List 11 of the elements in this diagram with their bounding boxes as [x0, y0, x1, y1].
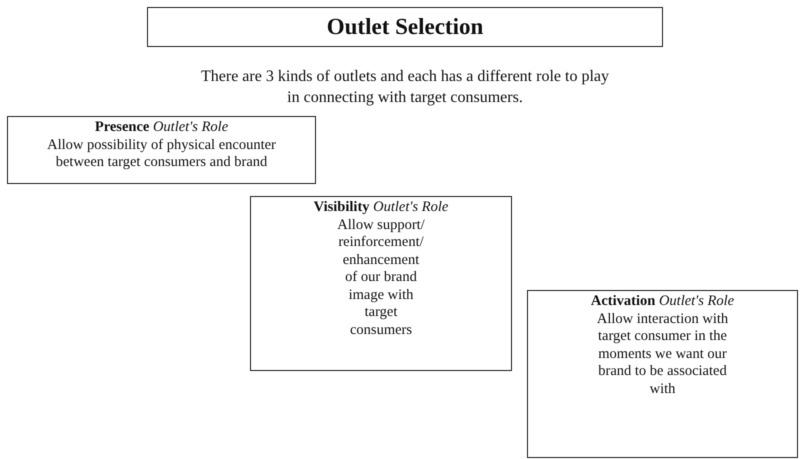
role-box — [527, 290, 798, 458]
title: Outlet Selection — [147, 7, 663, 47]
box-heading: Visibility Outlet's Role — [312, 199, 450, 216]
box-body: Allow interaction with target consumer in the moments we want our brand to be associated with — [596, 310, 730, 398]
box-heading: Activation Outlet's Role — [590, 293, 736, 310]
box-body: Allow support/ reinforcement/ enhancement of our brand image with target consumers — [336, 216, 426, 339]
role-box — [7, 116, 316, 184]
role-box — [250, 196, 512, 371]
box-body: Allow possibility of physical encounter between target consumers and brand — [46, 136, 276, 172]
box-heading: Presence Outlet's Role — [94, 119, 230, 136]
subtitle-text: There are 3 kinds of outlets and each has a different role to play in connecting with target consumers. — [200, 67, 610, 108]
